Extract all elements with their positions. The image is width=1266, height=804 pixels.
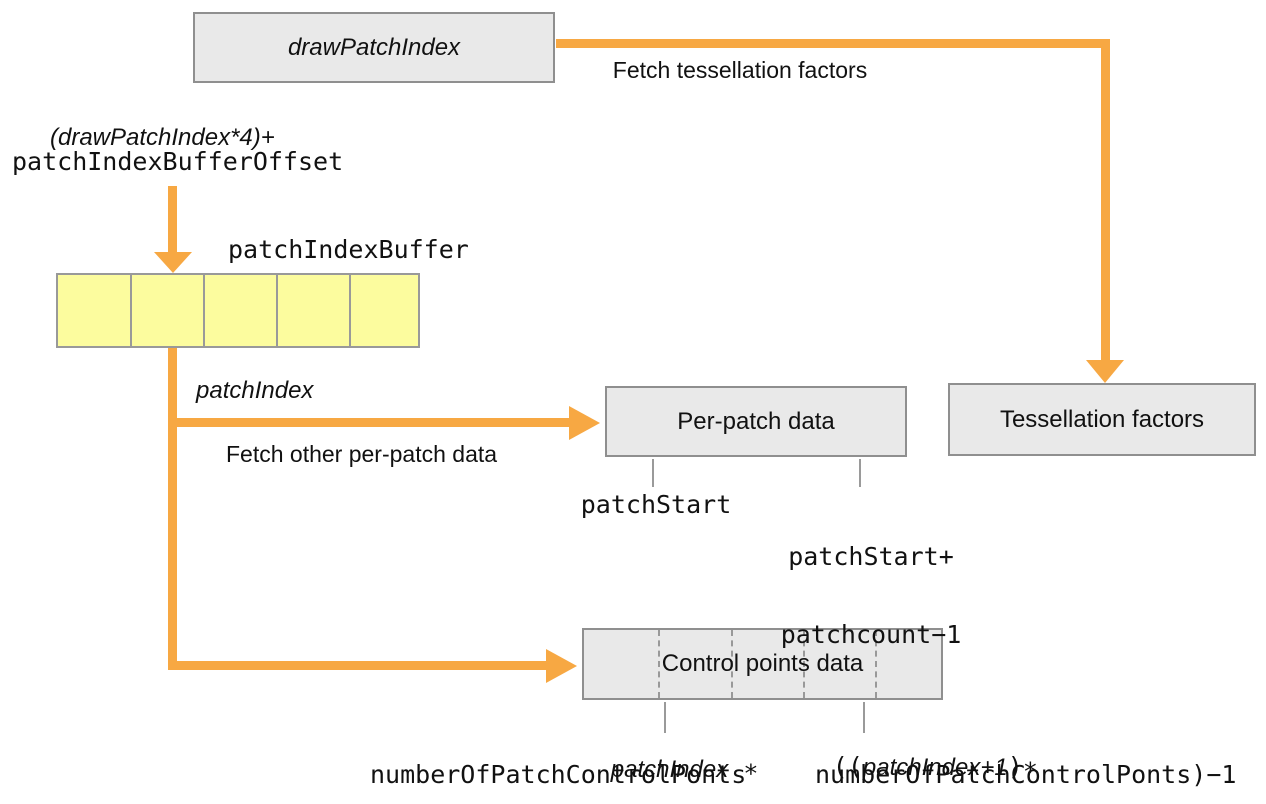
per-patch-data-box-label: Per-patch data [677, 407, 835, 435]
control-points-cell-divider [875, 630, 877, 698]
patch-index-buffer-label: patchIndexBuffer [228, 235, 469, 264]
control-points-cell-divider [731, 630, 733, 698]
control-points-end-open-paren: (( [832, 752, 863, 781]
buffer-cell-divider [276, 275, 278, 346]
arrowhead-right-control-points-icon [546, 649, 577, 683]
offset-expression-line2: patchIndexBufferOffset [12, 147, 344, 176]
offset-arrow-vertical [168, 186, 177, 253]
fetch-tessellation-arrow-horizontal [556, 39, 1106, 48]
patch-start-label: patchStart [580, 490, 732, 519]
patch-index-label: patchIndex [196, 377, 314, 404]
control-points-data-box-label: Control points data [661, 650, 864, 677]
control-points-end-italic: patchIndex+1 [862, 754, 1008, 781]
fetch-per-patch-label: Fetch other per-patch data [226, 441, 498, 467]
draw-patch-index-box-label: drawPatchIndex [287, 33, 461, 61]
draw-patch-index-box: drawPatchIndex [193, 12, 555, 83]
tessellation-factors-box-label: Tessellation factors [999, 405, 1205, 433]
arrowhead-down-buffer-icon [154, 252, 192, 273]
tessellation-factors-box: Tessellation factors [948, 383, 1256, 456]
buffer-output-trunk-vertical [168, 348, 177, 670]
patch-end-label: patchStart+ patchcount−1 [781, 492, 962, 700]
arrowhead-down-tessellation-icon [1086, 360, 1124, 383]
control-points-end-close-paren: )∗ [1007, 752, 1038, 781]
per-patch-end-tick [859, 459, 861, 487]
patch-index-buffer [56, 273, 420, 348]
per-patch-start-tick [652, 459, 654, 487]
offset-expression-line1: (drawPatchIndex*4)+ [50, 124, 275, 151]
patch-end-label-line2: patchcount−1 [780, 620, 962, 649]
fetch-tessellation-label: Fetch tessellation factors [612, 57, 868, 83]
control-points-start-line1: patchIndex ∗ [593, 736, 759, 802]
control-points-start-operator: ∗ [728, 754, 759, 783]
control-points-arrow-horizontal [168, 661, 547, 670]
buffer-cell-divider [130, 275, 132, 346]
arrowhead-right-per-patch-icon [569, 406, 600, 440]
fetch-per-patch-arrow-horizontal [168, 418, 570, 427]
control-points-start-line2: numberOfPatchControlPonts [370, 760, 747, 789]
control-points-end-line2: numberOfPatchControlPonts)−1 [815, 760, 1237, 789]
control-points-cell-divider [658, 630, 660, 698]
control-points-end-line1: ((patchIndex+1)∗ [815, 734, 1038, 800]
fetch-tessellation-arrow-vertical [1101, 39, 1110, 361]
control-points-data-box: Control points data [582, 628, 943, 700]
control-points-start-tick [664, 702, 666, 733]
patch-end-label-line1: patchStart+ [788, 542, 954, 571]
per-patch-data-box: Per-patch data [605, 386, 907, 457]
control-points-start-italic: patchIndex [610, 756, 729, 783]
control-points-end-tick [863, 702, 865, 733]
buffer-cell-divider [203, 275, 205, 346]
control-points-cell-divider [803, 630, 805, 698]
buffer-cell-divider [349, 275, 351, 346]
